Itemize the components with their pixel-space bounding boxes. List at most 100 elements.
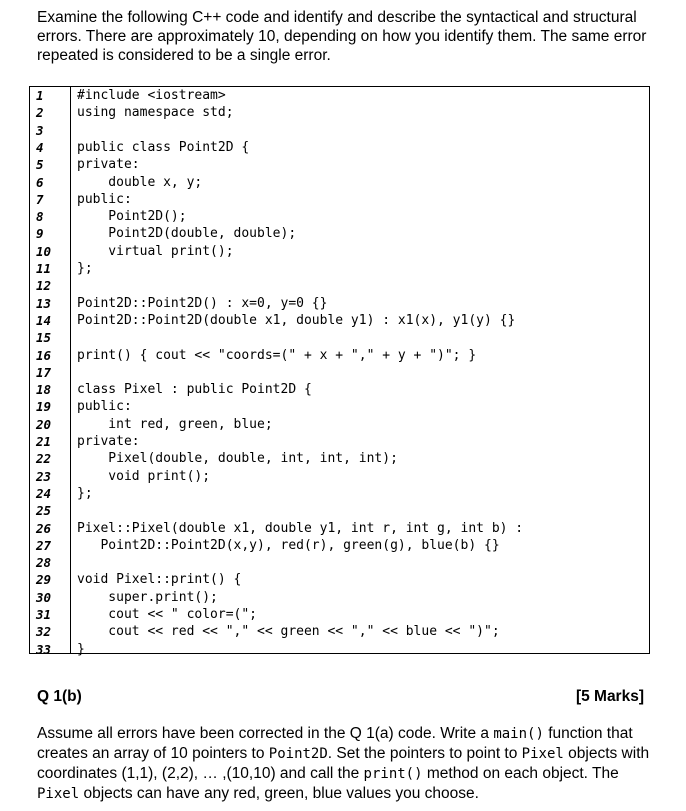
line-number: 1 (36, 88, 44, 103)
code-line: Point2D(); (71, 208, 649, 225)
intro-paragraph: Examine the following C++ code and ident… (37, 9, 647, 64)
line-number: 20 (36, 416, 52, 432)
line-number: 29 (36, 572, 52, 588)
line-number: 9 (36, 226, 44, 242)
code-line-text: Point2D(double, double); (77, 226, 297, 242)
code-line (71, 554, 649, 571)
code-line: void print(); (71, 468, 649, 485)
inline-code: Point2D (268, 746, 328, 762)
code-line (71, 364, 649, 381)
code-line-text: Pixel::Pixel(double x1, double y1, int r… (77, 520, 524, 536)
body-text: objects with coordinates (1,1), (2,2), …… (37, 745, 650, 782)
line-number: 14 (36, 312, 52, 328)
code-line: public: (71, 191, 649, 208)
code-line: print() { cout << "coords=(" + x + "," +… (71, 347, 649, 364)
line-number: 19 (36, 399, 52, 415)
body-text: method on each object. The (422, 765, 619, 782)
code-line-text: Point2D::Point2D(double x1, double y1) :… (77, 312, 516, 328)
code-line-text: void print(); (77, 468, 211, 484)
inline-code: print() (363, 766, 423, 782)
line-number: 31 (36, 607, 52, 622)
code-line-text: cout << red << "," << green << "," << bl… (77, 624, 500, 640)
body-text: Assume all errors have been corrected in… (37, 725, 494, 742)
code-line-text: }; (77, 261, 93, 276)
code-line: }; (71, 260, 649, 277)
code-line: Pixel::Pixel(double x1, double y1, int r… (71, 520, 649, 537)
line-number: 5 (36, 157, 44, 173)
code-line (71, 502, 649, 519)
code-line: } (71, 641, 649, 658)
line-number: 27 (36, 537, 52, 553)
question-body: Assume all errors have been corrected in… (37, 724, 657, 804)
code-line-text: private: (77, 434, 140, 449)
code-line: double x, y; (71, 174, 649, 191)
code-line-text: using namespace std; (77, 105, 234, 121)
line-number: 12 (36, 278, 52, 294)
code-line: }; (71, 485, 649, 502)
code-line-text: double x, y; (77, 174, 203, 190)
line-number: 15 (36, 330, 52, 346)
line-number: 28 (36, 555, 52, 571)
code-line-text: Point2D::Point2D() : x=0, y=0 {} (77, 295, 328, 311)
code-line-text: virtual print(); (77, 243, 234, 259)
code-line: int red, green, blue; (71, 416, 649, 433)
line-number: 25 (36, 503, 52, 519)
line-number: 33 (36, 641, 52, 657)
code-line: public class Point2D { (71, 139, 649, 156)
code-line: #include <iostream> (71, 87, 649, 104)
code-column: #include <iostream>using namespace std; p… (71, 87, 649, 657)
line-number: 23 (36, 468, 52, 484)
code-line-text: private: (77, 157, 140, 173)
code-line-text: class Pixel : public Point2D { (77, 382, 312, 398)
code-line: cout << red << "," << green << "," << bl… (71, 623, 649, 640)
code-line-text: Point2D(); (77, 209, 187, 225)
code-line-text: super.print(); (77, 589, 218, 605)
code-line-text: Point2D::Point2D(x,y), red(r), green(g),… (77, 537, 500, 553)
line-number: 16 (36, 347, 52, 363)
line-number: 11 (36, 261, 52, 276)
line-number: 7 (36, 191, 44, 207)
body-text: objects can have any red, green, blue va… (79, 785, 479, 802)
code-line-text: print() { cout << "coords=(" + x + "," +… (77, 347, 477, 363)
line-number: 26 (36, 520, 52, 536)
code-line: Point2D::Point2D() : x=0, y=0 {} (71, 295, 649, 312)
question-label: Q 1(b) (37, 688, 82, 705)
question-marks: [5 Marks] (575, 688, 644, 705)
code-line: Point2D::Point2D(double x1, double y1) :… (71, 312, 649, 329)
line-number: 8 (36, 209, 44, 225)
line-number: 18 (36, 382, 52, 398)
line-number: 22 (36, 451, 52, 467)
code-line: private: (71, 156, 649, 173)
code-line-text: } (77, 641, 85, 657)
code-line: Point2D(double, double); (71, 225, 649, 242)
line-number: 17 (36, 364, 52, 380)
code-line: public: (71, 398, 649, 415)
code-line: super.print(); (71, 589, 649, 606)
code-line: class Pixel : public Point2D { (71, 381, 649, 398)
line-number: 13 (36, 295, 52, 311)
line-number: 4 (36, 139, 44, 155)
inline-code: Pixel (37, 786, 80, 802)
code-line-text: public: (77, 191, 132, 207)
code-line-text: public: (77, 399, 132, 415)
line-number: 24 (36, 485, 52, 501)
code-line: Pixel(double, double, int, int, int); (71, 450, 649, 467)
code-line (71, 329, 649, 346)
code-line-text: Pixel(double, double, int, int, int); (77, 451, 398, 467)
line-number: 3 (36, 122, 44, 138)
code-line: Point2D::Point2D(x,y), red(r), green(g),… (71, 537, 649, 554)
line-number: 21 (36, 434, 52, 449)
inline-code: main() (493, 726, 544, 742)
body-text: . Set the pointers to point to (327, 745, 522, 762)
code-line-text: int red, green, blue; (77, 416, 273, 432)
code-line: using namespace std; (71, 104, 649, 121)
code-line: cout << " color=("; (71, 606, 649, 623)
code-line: private: (71, 433, 649, 450)
code-line-text: void Pixel::print() { (77, 572, 242, 588)
body-text: function that creates an array of 10 poi… (37, 725, 633, 762)
code-line (71, 122, 649, 139)
code-line-text: cout << " color=("; (77, 607, 258, 622)
line-number: 32 (36, 624, 52, 640)
line-number: 30 (36, 589, 52, 605)
